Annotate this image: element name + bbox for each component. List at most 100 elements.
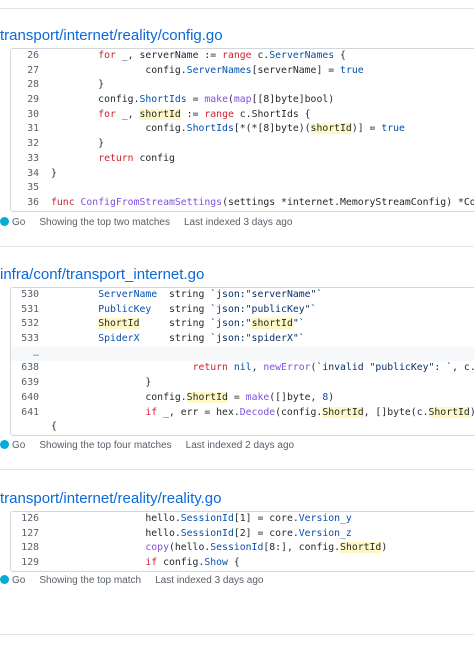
- code-line: 26 for _, serverName := range c.ServerNa…: [11, 49, 474, 64]
- collapsed-lines-row[interactable]: …: [11, 346, 474, 362]
- match-highlight: shortId: [139, 108, 181, 120]
- line-number: 641: [21, 406, 39, 418]
- code-token: return: [98, 152, 134, 164]
- code-token: ,: [251, 362, 264, 374]
- code-token: [51, 318, 98, 329]
- code-token: :=: [180, 108, 205, 120]
- code-token: (hello.: [168, 542, 211, 554]
- line-number: 639: [21, 377, 39, 389]
- code-line: 128 copy(hello.SessionId[8:], config.Sho…: [11, 541, 474, 556]
- code-line: 28 }: [11, 78, 474, 93]
- code-token: {: [334, 50, 346, 61]
- code-token: }: [51, 79, 105, 91]
- code-token: map: [233, 94, 252, 106]
- line-number: 128: [21, 542, 39, 554]
- match-highlight: ShortId: [186, 391, 228, 403]
- match-count-label: Showing the top match: [39, 575, 142, 586]
- line-number: 35: [27, 182, 39, 194]
- code-line: {: [11, 420, 474, 435]
- line-number: 532: [21, 318, 39, 330]
- go-language-dot-icon: [0, 440, 9, 449]
- code-token: PublicKey: [98, 303, 152, 315]
- code-token: `json:"spiderX"`: [210, 333, 305, 345]
- line-number: 31: [27, 123, 39, 135]
- line-number: 33: [27, 152, 39, 164]
- code-token: [51, 542, 145, 553]
- code-token: config.: [51, 64, 187, 76]
- code-token: _, err = hex.: [157, 406, 240, 418]
- line-number: 533: [21, 333, 39, 345]
- code-token: if: [145, 557, 158, 569]
- code-token: _, serverName :=: [115, 50, 223, 61]
- result-file-link[interactable]: infra/conf/transport_internet.go: [0, 266, 205, 283]
- code-token: config.: [51, 94, 140, 106]
- code-token: ConfigFromStreamSettings: [80, 196, 223, 208]
- code-token: (: [227, 94, 234, 106]
- code-token: if: [145, 406, 158, 418]
- code-token: range: [204, 108, 234, 120]
- code-line: 532 ShortId string `json:"shortId"`: [11, 317, 474, 332]
- code-token: [*(*[8]byte)(: [233, 123, 311, 135]
- code-token: [8:], config.: [263, 542, 341, 554]
- code-token: `invalid "publicKey": `: [316, 362, 453, 374]
- line-number: 126: [21, 513, 39, 524]
- code-token: true: [340, 64, 364, 76]
- code-token: make: [204, 94, 228, 106]
- code-token: hello.: [51, 513, 181, 524]
- language-label: Go: [12, 575, 26, 586]
- line-number: 530: [21, 289, 39, 300]
- code-token: config.: [51, 123, 187, 135]
- line-number: 26: [27, 50, 39, 61]
- match-highlight: ShortId: [428, 406, 470, 418]
- code-line: 32 }: [11, 137, 474, 152]
- code-line: 35: [11, 181, 474, 196]
- code-token: )); err != nil: [470, 407, 474, 418]
- code-line: 33 return config: [11, 152, 474, 167]
- code-token: func: [51, 196, 75, 208]
- line-number: 30: [27, 108, 39, 120]
- code-token: SessionId: [210, 542, 264, 554]
- code-token: newError: [263, 362, 311, 374]
- code-token: [serverName] =: [251, 64, 341, 76]
- result-file-link[interactable]: transport/internet/reality/reality.go: [0, 490, 222, 507]
- code-token: Show: [204, 557, 228, 569]
- line-number: 34: [27, 167, 39, 179]
- code-token: )] =: [351, 123, 382, 135]
- code-token: Version_y: [298, 513, 352, 524]
- code-token: SessionId: [180, 513, 234, 524]
- code-token: SpiderX: [98, 333, 140, 345]
- indexed-label: Last indexed 2 days ago: [185, 440, 295, 451]
- indexed-label: Last indexed 3 days ago: [183, 217, 293, 228]
- match-highlight: ShortId: [322, 406, 364, 418]
- code-token: (: [310, 362, 317, 374]
- code-token: ShortIds: [139, 94, 187, 106]
- code-token: =: [227, 391, 246, 403]
- code-token: 8: [322, 391, 329, 403]
- line-number: 29: [27, 94, 39, 106]
- code-token: true: [381, 123, 405, 135]
- result-file-link[interactable]: transport/internet/reality/config.go: [0, 27, 223, 44]
- code-line: 127 hello.SessionId[2] = core.Version_z: [11, 527, 474, 542]
- code-token: [51, 362, 193, 373]
- line-number: 36: [27, 196, 39, 208]
- language-label: Go: [12, 440, 26, 451]
- code-token: for: [98, 108, 116, 120]
- divider-top: [0, 8, 474, 9]
- code-token: [2] = core.: [233, 527, 299, 539]
- divider-1: [0, 246, 474, 247]
- divider-2: [0, 469, 474, 470]
- code-token: config: [133, 152, 175, 164]
- match-count-label: Showing the top four matches: [39, 440, 172, 451]
- code-token: ): [381, 542, 388, 554]
- code-line: 31 config.ShortIds[*(*[8]byte)(shortId)]…: [11, 122, 474, 137]
- code-token: [51, 304, 98, 315]
- code-token: ServerNames: [269, 50, 335, 61]
- code-token: [1] = core.: [233, 513, 299, 524]
- line-number: 127: [21, 527, 39, 539]
- code-token: string: [157, 289, 211, 300]
- code-token: `json:": [210, 318, 252, 330]
- match-highlight: ShortId: [340, 542, 382, 554]
